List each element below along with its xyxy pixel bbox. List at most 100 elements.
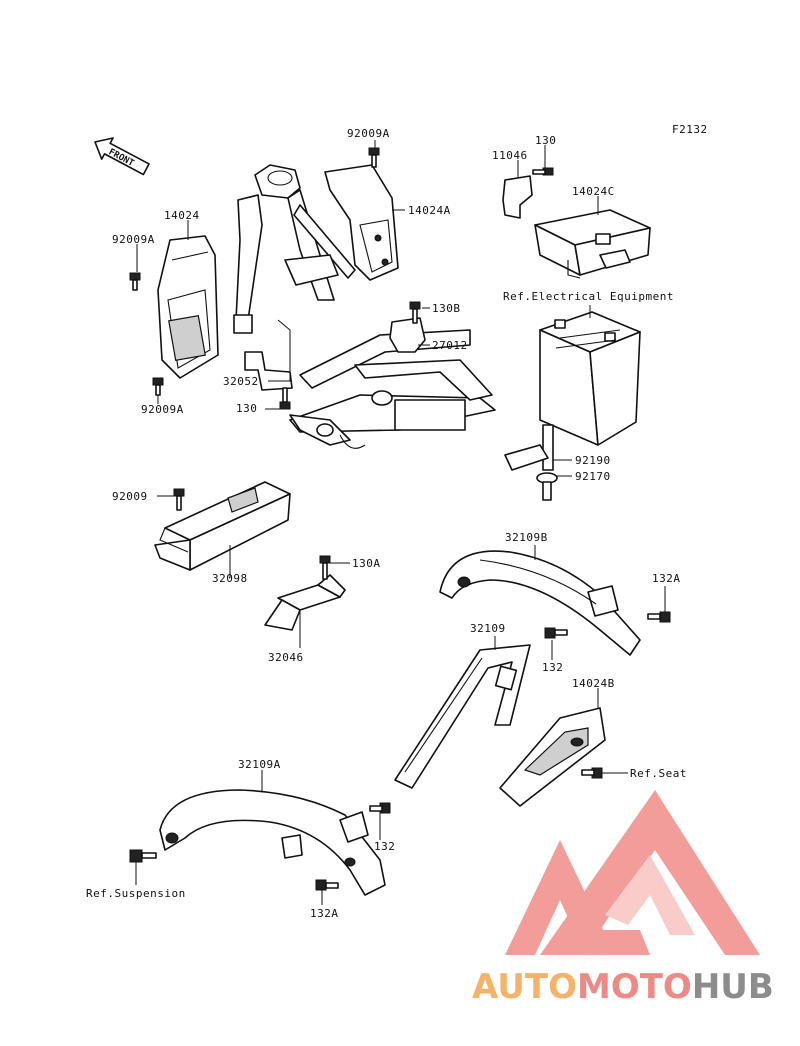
bracket-92190 <box>504 444 549 471</box>
cover-14024A <box>324 164 399 281</box>
bolt-130-top <box>532 167 554 176</box>
backrest-pad-14024B <box>499 707 606 807</box>
label-92009A-bottom: 92009A <box>141 403 184 416</box>
bolt-132A-right <box>647 611 671 623</box>
box-14024C-strap <box>567 260 581 279</box>
bolt-130-mid <box>279 387 291 410</box>
label-130-top: 130 <box>535 134 556 147</box>
bolt-ref-seat <box>581 767 603 779</box>
toolbox-32098-end <box>154 539 191 571</box>
backrest-frame-32109-plate <box>494 665 518 691</box>
leader-lines <box>135 140 666 905</box>
grab-rail-32109B <box>439 550 641 656</box>
box-14024C-side <box>574 227 651 276</box>
label-32052: 32052 <box>223 375 259 388</box>
label-ref-suspension: Ref.Suspension <box>86 887 186 900</box>
grab-rail-32109B-mount <box>587 585 619 617</box>
callout-labels: F2132 92009A 130 11046 14024C 14024A 140… <box>86 123 708 920</box>
frame-head-tube <box>254 164 301 199</box>
label-92190: 92190 <box>575 454 611 467</box>
bracket-32046 <box>264 574 346 631</box>
grab-rail-32109B-edge <box>479 559 597 605</box>
backrest-pad-14024B-hole <box>570 737 584 747</box>
pin-92170 <box>542 481 552 501</box>
label-132-low: 132 <box>374 840 395 853</box>
label-14024: 14024 <box>164 209 200 222</box>
bolt-92009A-left <box>129 272 141 291</box>
watermark-wordmark: AUTOMOTOHUB <box>472 967 774 1007</box>
cover-14024A-body <box>324 164 399 281</box>
grab-rail-32109A <box>159 789 386 896</box>
toolbox-32098-lid <box>227 487 259 513</box>
label-32109A: 32109A <box>238 758 281 771</box>
frame-top-tube <box>293 204 356 279</box>
label-92009A-left: 92009A <box>112 233 155 246</box>
box-14024C-tab <box>599 249 631 269</box>
bolt-130A <box>319 555 331 580</box>
grab-rail-32109A-slot <box>344 857 356 867</box>
label-92009A-top: 92009A <box>347 127 390 140</box>
bolt-92009A-top <box>368 147 380 168</box>
label-14024A: 14024A <box>408 204 451 217</box>
cover-14024 <box>157 235 219 379</box>
frame-assembly <box>233 164 496 449</box>
head-tube-top <box>267 170 293 186</box>
grab-rail-32109A-mount <box>339 811 369 843</box>
frame-cross-bracket <box>284 254 339 286</box>
watermark-moto: MOTO <box>577 967 692 1007</box>
svg-text:AUTOMOTOHUB: AUTOMOTOHUB <box>472 967 774 1007</box>
label-ref-seat: Ref.Seat <box>630 767 687 780</box>
label-32046: 32046 <box>268 651 304 664</box>
frame-crossmember <box>394 399 466 431</box>
battery-side <box>589 331 641 446</box>
bolt-132-low <box>369 802 391 814</box>
watermark-auto: AUTO <box>472 967 577 1007</box>
label-ref-electrical: Ref.Electrical Equipment <box>503 290 674 303</box>
figure-code: F2132 <box>672 123 708 136</box>
label-27012: 27012 <box>432 339 468 352</box>
frame-left-down-tube <box>235 194 263 321</box>
grab-rail-32109A-tab <box>281 834 303 859</box>
label-132-right: 132 <box>542 661 563 674</box>
label-32109: 32109 <box>470 622 506 635</box>
label-32109B: 32109B <box>505 531 548 544</box>
cover-14024-ridge <box>171 251 209 261</box>
bolt-130B <box>409 301 421 324</box>
bolt-92009A-bottom <box>152 377 164 396</box>
grab-rail-32109A-body <box>159 789 386 896</box>
toolbox-32098 <box>154 481 291 571</box>
label-130-mid: 130 <box>236 402 257 415</box>
label-132A-right: 132A <box>652 572 681 585</box>
grab-rail-32109A-hole <box>165 832 179 844</box>
label-11046: 11046 <box>492 149 528 162</box>
bracket-27012 <box>389 317 426 353</box>
box-14024C-connector <box>595 233 611 245</box>
bracket-11046 <box>502 175 533 219</box>
label-132A-low: 132A <box>310 907 339 920</box>
backrest-frame-32109-inner <box>404 657 483 773</box>
backrest-frame-32109-outer <box>394 644 531 789</box>
cover-14024A-hole2 <box>381 258 389 266</box>
front-arrow-shape <box>94 137 150 176</box>
frame-pivot <box>316 423 334 437</box>
frame-cable <box>339 434 366 449</box>
battery-terminal-left <box>554 319 566 329</box>
watermark-hub: HUB <box>692 967 774 1007</box>
watermark-logo <box>505 790 760 955</box>
label-130A: 130A <box>352 557 381 570</box>
frame-gusset <box>233 314 253 334</box>
watermark-triangle-inner <box>605 855 695 935</box>
cover-14024A-hole <box>374 234 382 242</box>
backrest-frame-32109 <box>394 644 531 789</box>
box-14024C <box>534 209 651 279</box>
label-32098: 32098 <box>212 572 248 585</box>
cover-14024A-inner <box>359 219 393 273</box>
front-arrow: FRONT <box>94 137 150 176</box>
tube-92190 <box>542 424 554 471</box>
bolt-132A-low <box>315 879 339 891</box>
label-130B: 130B <box>432 302 461 315</box>
bolt-ref-suspension <box>129 849 157 863</box>
frame-boss <box>371 390 393 406</box>
